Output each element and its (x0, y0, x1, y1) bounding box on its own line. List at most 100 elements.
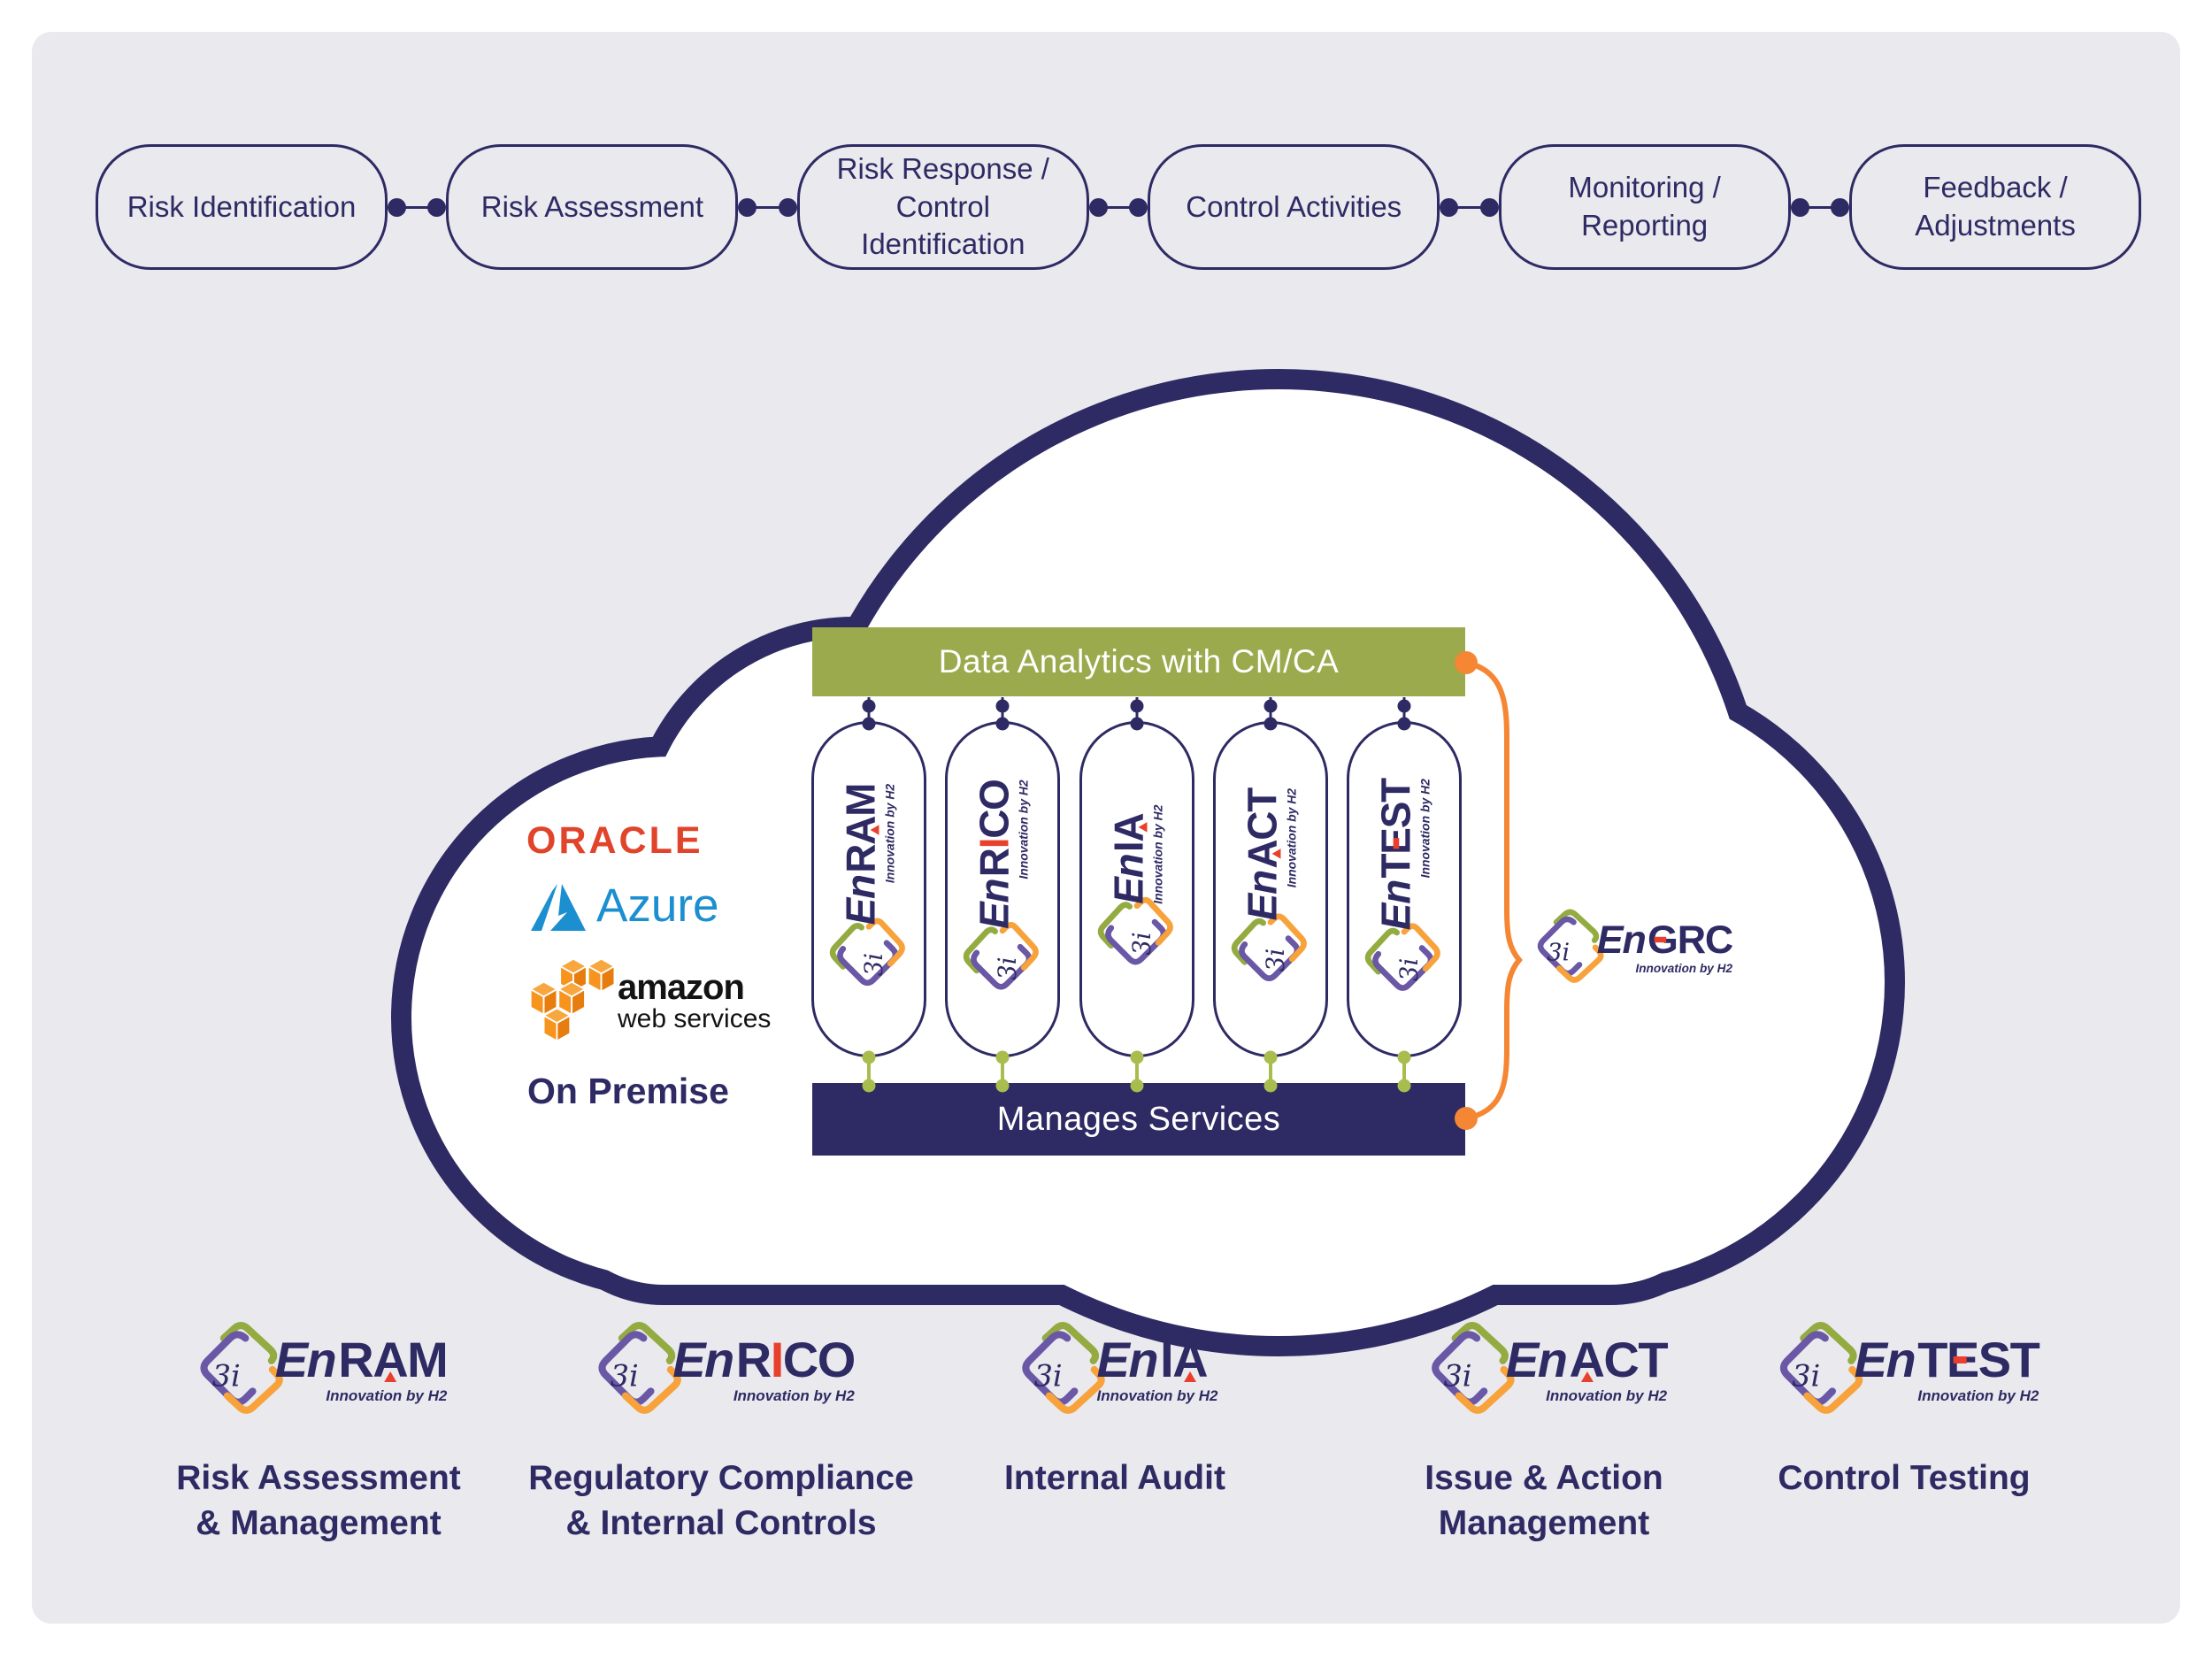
logo-letter: A (1172, 1331, 1208, 1387)
3i-diamond-icon: 3i (1097, 896, 1173, 965)
product-caption: Internal Audit (1004, 1459, 1225, 1497)
logo-en-prefix: En (1596, 917, 1647, 962)
logo-letter: I (1160, 1331, 1174, 1387)
logo-wordmark: EnGRC Innovation by H2 (1596, 917, 1734, 975)
logo-suffix: GRC (1647, 917, 1734, 962)
logo-letter: CT (1603, 1331, 1668, 1387)
connector-dot (1831, 197, 1850, 217)
connector-line (1455, 205, 1483, 209)
logo-en-prefix: En (1854, 1331, 1916, 1387)
logo-letter: I (1105, 841, 1151, 853)
logo-letter: M (837, 783, 883, 817)
logo-tagline: Innovation by H2 (1917, 1386, 2039, 1404)
logo-engrc: 3i EnGRC Innovation by H2 (1529, 908, 1734, 987)
3i-mark: 3i (1547, 939, 1570, 966)
product-item-enram: 3i EnRAM Innovation by H2 Risk Assessmen… (176, 1320, 461, 1546)
logo-suffix: TEST (1917, 1331, 2040, 1387)
logo-suffix: ACT (1569, 1331, 1668, 1387)
connector-line (403, 205, 431, 209)
oracle-logo: ORACLE (526, 819, 703, 862)
logo-letter: A (1569, 1331, 1604, 1387)
logo-letter: A (1105, 813, 1151, 842)
3i-diamond-icon: 3i (1537, 909, 1604, 983)
process-connector (1790, 197, 1850, 217)
aws-label-webservices: web services (618, 1004, 772, 1034)
logo-en-prefix: En (274, 1331, 337, 1387)
process-connector (1440, 197, 1499, 217)
3i-diamond-icon: 3i (829, 918, 905, 987)
logo-letter: A (373, 1331, 408, 1387)
logo-en-prefix: En (672, 1331, 734, 1387)
cloud-module-enrico: 3i EnRICO Innovation by H2 (945, 721, 1060, 1057)
logo-wordmark: EnIA Innovation by H2 (1096, 1331, 1218, 1405)
logo-en-prefix: En (1239, 871, 1285, 921)
logo-enram: 3i EnRAM Innovation by H2 (190, 1320, 449, 1419)
cloud-module-enact: 3i EnACT Innovation by H2 (1213, 721, 1328, 1057)
process-connector (738, 197, 797, 217)
3i-diamond-icon: 3i (963, 922, 1039, 990)
logo-wordmark: EnACT Innovation by H2 (1239, 788, 1300, 921)
data-analytics-bar: Data Analytics with CM/CA (812, 627, 1465, 696)
logo-letter: G (1647, 917, 1678, 962)
3i-mark: 3i (1792, 1358, 1820, 1393)
process-step-5: Monitoring /Reporting (1498, 144, 1791, 270)
cloud-module-entest: 3i EnTEST Innovation by H2 (1347, 721, 1462, 1057)
logo-en-prefix: En (1505, 1331, 1568, 1387)
process-step-1: Risk Identification (96, 144, 388, 270)
logo-en-prefix: En (1372, 879, 1418, 931)
logo-suffix: RICO (971, 780, 1017, 877)
manages-services-bar: Manages Services (812, 1083, 1465, 1156)
logo-tagline: Innovation by H2 (1546, 1386, 1668, 1404)
logo-letter: R (735, 1331, 772, 1387)
3i-mark: 3i (1395, 958, 1424, 981)
connector-dot (778, 197, 797, 217)
logo-entest: 3i EnTEST Innovation by H2 (1770, 1320, 2040, 1419)
logo-suffix: RAM (338, 1331, 449, 1387)
logo-letter: R (338, 1331, 373, 1387)
logo-letter: T (1917, 1331, 1947, 1387)
process-step-label: Control Activities (1186, 189, 1402, 223)
product-item-entest: 3i EnTEST Innovation by H2 Control Testi… (1770, 1320, 2040, 1502)
on-premise-label: On Premise (527, 1071, 729, 1111)
logo-letter: E (1946, 1331, 1979, 1387)
connector-dot (1790, 197, 1809, 217)
connector-dot (1440, 197, 1459, 217)
logo-entest: 3i EnTEST Innovation by H2 (1363, 779, 1445, 1000)
3i-mark: 3i (212, 1358, 241, 1393)
logo-enrico: 3i EnRICO Innovation by H2 (588, 1320, 856, 1419)
logo-wordmark: EnTEST Innovation by H2 (1854, 1331, 2040, 1405)
azure-triangle-icon (531, 883, 586, 931)
logo-suffix: IA (1160, 1331, 1209, 1387)
logo-wordmark: EnIA Innovation by H2 (1105, 804, 1166, 903)
logo-letter: RC (1677, 917, 1734, 962)
aws-label-amazon: amazon (618, 968, 745, 1008)
product-caption: Regulatory Compliance& Internal Controls (528, 1459, 914, 1542)
logo-wordmark: EnRICO Innovation by H2 (971, 780, 1032, 929)
logo-wordmark: EnTEST Innovation by H2 (1372, 779, 1433, 930)
logo-suffix: IA (1105, 814, 1151, 852)
engrc-logo-container: 3i EnGRC Innovation by H2 (1529, 908, 1784, 1007)
product-item-enia: 3i EnIA Innovation by H2 Internal Audit (1004, 1320, 1225, 1502)
logo-tagline: Innovation by H2 (733, 1386, 855, 1404)
logo-suffix: RICO (735, 1331, 856, 1387)
logo-letter: A (837, 816, 883, 845)
3i-mark: 3i (1128, 932, 1156, 955)
process-step-label: Risk Response /Control Identification (836, 151, 1049, 261)
3i-diamond-icon: 3i (1432, 1322, 1515, 1414)
3i-mark: 3i (1443, 1358, 1471, 1393)
logo-wordmark: EnRAM Innovation by H2 (274, 1331, 449, 1405)
logo-enrico: 3i EnRICO Innovation by H2 (962, 780, 1043, 998)
logo-en-prefix: En (971, 879, 1017, 929)
logo-letter: ST (1978, 1331, 2040, 1387)
product-caption: Risk Assessment& Management (176, 1459, 461, 1542)
logo-suffix: RAM (837, 784, 883, 873)
process-step-label: Monitoring /Reporting (1568, 171, 1721, 242)
logo-suffix: TEST (1372, 779, 1418, 878)
process-step-label: Feedback /Adjustments (1915, 171, 2076, 242)
logo-en-prefix: En (1096, 1331, 1159, 1387)
connector-line (1806, 205, 1834, 209)
connector-dot (738, 197, 757, 217)
logo-en-prefix: En (837, 875, 883, 926)
logo-wordmark: EnRICO Innovation by H2 (672, 1331, 856, 1405)
